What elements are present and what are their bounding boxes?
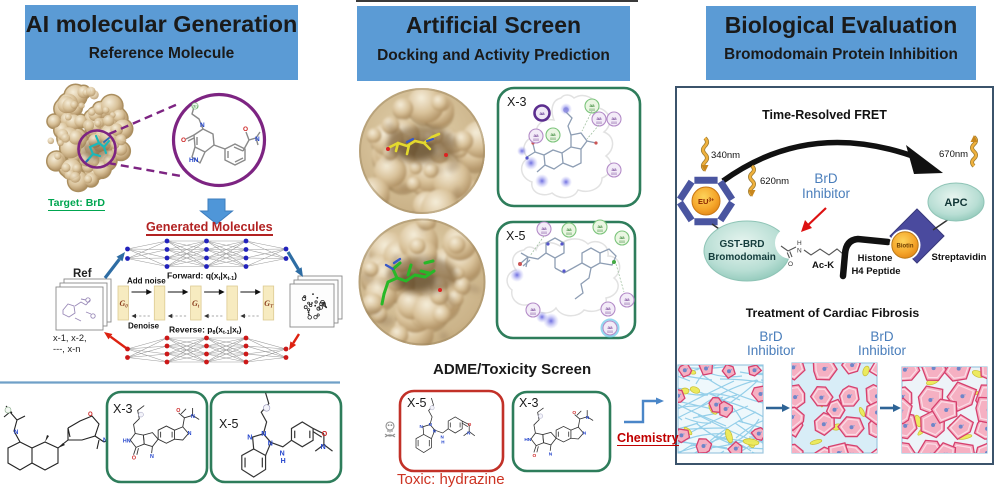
svg-text:000: 000	[619, 240, 625, 244]
svg-text:Streptavidin: Streptavidin	[932, 252, 987, 263]
svg-text:N: N	[247, 434, 252, 441]
svg-text:000: 000	[530, 312, 536, 316]
svg-text:HN: HN	[189, 157, 199, 164]
svg-text:aa: aa	[589, 103, 595, 108]
svg-text:EU3+: EU3+	[698, 197, 714, 206]
svg-text:H: H	[441, 440, 444, 445]
svg-text:X-5: X-5	[407, 396, 427, 410]
svg-text:aa: aa	[611, 167, 617, 172]
svg-text:N: N	[103, 438, 107, 444]
svg-text:Gt: Gt	[192, 299, 200, 310]
svg-text:000: 000	[605, 311, 611, 315]
svg-text:O: O	[322, 431, 328, 438]
svg-text:000: 000	[611, 121, 617, 125]
svg-text:000: 000	[624, 302, 630, 306]
svg-text:000: 000	[541, 231, 547, 235]
svg-text:(E): (E)	[193, 104, 199, 109]
svg-text:GT: GT	[264, 299, 274, 310]
svg-text:340nm: 340nm	[711, 150, 740, 161]
svg-text:X-3: X-3	[113, 402, 133, 416]
svg-text:aa: aa	[619, 235, 625, 240]
svg-text:aa: aa	[624, 297, 630, 302]
svg-text:O: O	[532, 453, 536, 459]
svg-text:G0: G0	[120, 299, 129, 310]
svg-text:Reverse: pθ(xt-1|xt): Reverse: pθ(xt-1|xt)	[169, 325, 242, 337]
svg-text:000: 000	[607, 330, 613, 334]
svg-text:O: O	[243, 126, 248, 133]
svg-text:N: N	[188, 431, 192, 437]
svg-text:N: N	[321, 444, 326, 451]
svg-text:X-3: X-3	[507, 95, 527, 109]
svg-text:O: O	[176, 408, 180, 414]
svg-text:O: O	[88, 412, 93, 418]
svg-text:O: O	[181, 137, 186, 144]
svg-text:aa: aa	[566, 227, 572, 232]
svg-text:N: N	[467, 430, 470, 435]
svg-text:N: N	[268, 441, 273, 448]
svg-text:aa: aa	[596, 116, 602, 121]
svg-text:N: N	[549, 451, 553, 457]
svg-text:O: O	[788, 261, 793, 268]
svg-text:N: N	[191, 414, 195, 420]
svg-text:000: 000	[566, 232, 572, 236]
svg-text:N: N	[583, 431, 587, 437]
svg-text:N: N	[255, 136, 260, 143]
svg-text:aa: aa	[607, 325, 613, 330]
svg-text:Ref: Ref	[73, 268, 92, 280]
svg-text:aa: aa	[550, 132, 556, 137]
svg-text:000: 000	[611, 172, 617, 176]
svg-text:N: N	[200, 122, 205, 129]
svg-text:O: O	[132, 456, 136, 462]
svg-text:000: 000	[589, 108, 595, 112]
svg-text:aa: aa	[605, 306, 611, 311]
svg-text:N: N	[150, 454, 154, 460]
svg-text:Denoise: Denoise	[128, 322, 160, 331]
svg-text:APC: APC	[944, 197, 967, 209]
svg-text:GST-BRD: GST-BRD	[720, 239, 765, 250]
svg-text:aa: aa	[597, 224, 603, 229]
svg-text:N: N	[433, 428, 436, 433]
svg-text:Biotin: Biotin	[897, 244, 914, 250]
svg-text:620nm: 620nm	[760, 176, 789, 187]
svg-text:X-5: X-5	[506, 229, 526, 243]
svg-text:aa: aa	[541, 226, 547, 231]
svg-text:000: 000	[533, 138, 539, 142]
svg-text:000: 000	[550, 137, 556, 141]
svg-text:000: 000	[596, 121, 602, 125]
svg-text:HN: HN	[123, 438, 131, 444]
svg-text:000: 000	[597, 229, 603, 233]
svg-text:Add noise: Add noise	[127, 277, 166, 286]
svg-text:O: O	[572, 410, 576, 416]
svg-text:aa: aa	[530, 307, 536, 312]
svg-text:x-1, x-2,: x-1, x-2,	[53, 333, 87, 343]
svg-text:Forward: q(xt|xt-1): Forward: q(xt|xt-1)	[167, 271, 237, 283]
svg-text:---, x-n: ---, x-n	[53, 344, 80, 354]
svg-text:H: H	[281, 458, 286, 465]
svg-text:670nm: 670nm	[939, 149, 968, 160]
svg-text:N: N	[797, 248, 802, 255]
svg-text:N: N	[261, 431, 266, 438]
svg-text:O: O	[468, 422, 472, 427]
svg-text:X-3: X-3	[519, 396, 539, 410]
svg-text:N: N	[280, 450, 285, 457]
svg-text:N: N	[429, 422, 432, 427]
svg-text:HN: HN	[524, 437, 531, 443]
svg-text:N: N	[14, 430, 18, 436]
svg-text:Histone: Histone	[858, 253, 893, 264]
svg-text:X-5: X-5	[219, 417, 239, 431]
svg-text:N: N	[441, 435, 444, 440]
svg-text:Bromodomain: Bromodomain	[708, 252, 776, 263]
svg-text:aa: aa	[533, 133, 539, 138]
svg-text:aa: aa	[539, 111, 545, 116]
svg-text:N: N	[586, 415, 590, 421]
svg-text:H4 Peptide: H4 Peptide	[851, 266, 900, 277]
svg-text:aa: aa	[611, 116, 617, 121]
svg-text:Ac-K: Ac-K	[812, 260, 834, 271]
svg-text:N: N	[420, 424, 423, 429]
svg-text:H: H	[797, 240, 802, 247]
